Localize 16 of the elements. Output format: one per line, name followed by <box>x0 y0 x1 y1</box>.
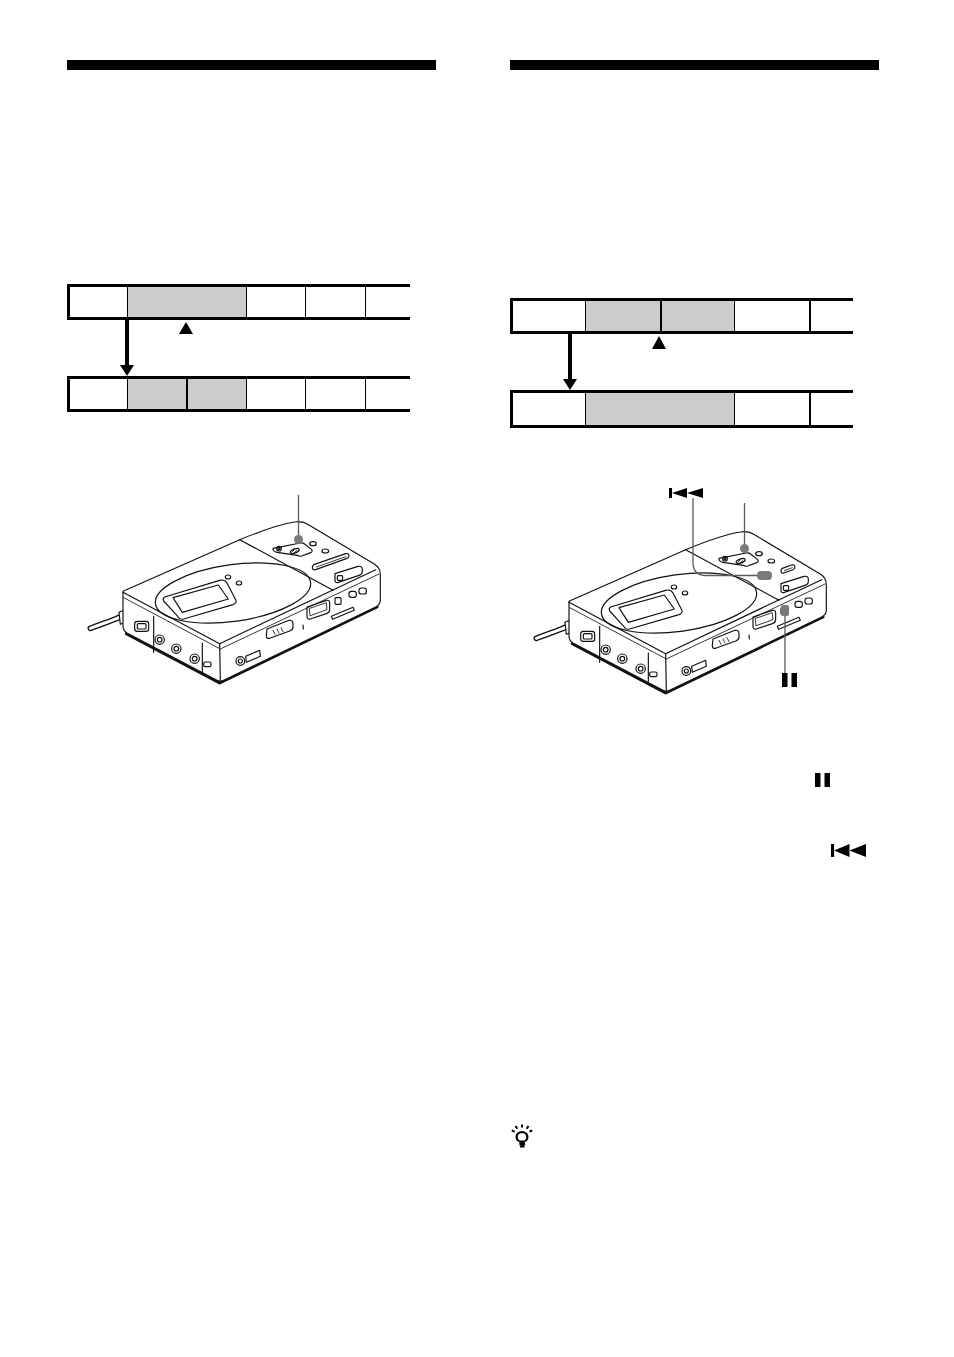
pause-icon <box>782 673 797 687</box>
skip-back-icon <box>669 488 703 498</box>
track-strip <box>67 284 410 320</box>
track-strip <box>510 390 853 428</box>
track-strip <box>67 376 410 412</box>
round-button <box>740 544 749 553</box>
round-button <box>294 535 303 544</box>
leader-line <box>784 615 786 674</box>
leader-line <box>692 497 758 577</box>
track-strip <box>510 298 853 334</box>
arrow <box>563 334 577 390</box>
arrow <box>120 320 134 376</box>
control-button <box>757 571 772 580</box>
leader-line <box>743 502 746 545</box>
control-button <box>781 605 789 616</box>
leader-line <box>297 494 300 536</box>
